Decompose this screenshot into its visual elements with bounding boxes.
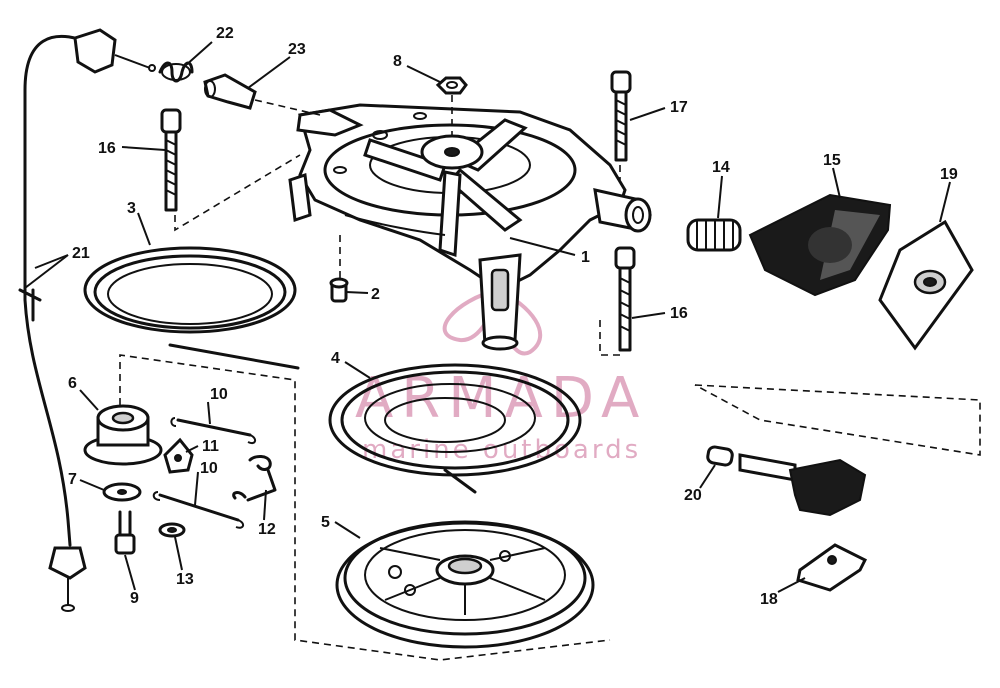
callout-16-right: 16 [670,305,688,322]
part-screw-9 [114,510,136,555]
callout-19: 19 [940,166,958,183]
part-spring-12 [232,455,277,502]
part-bolt-17 [610,70,632,162]
part-nut-8 [435,76,468,95]
leader-lines [24,41,951,593]
callout-15: 15 [823,152,841,169]
callout-2: 2 [371,286,380,303]
callout-23: 23 [288,41,306,58]
callout-5: 5 [321,514,330,531]
assembly-lines [119,95,981,661]
callout-10-lower: 10 [200,460,218,477]
callout-3: 3 [127,200,136,217]
part-anchor-18 [796,543,868,592]
callout-20: 20 [684,487,702,504]
part-plate-19 [878,219,974,351]
callout-22: 22 [216,25,234,42]
callout-8: 8 [393,53,402,70]
watermark-tagline: marine outboards [362,435,641,465]
part-spring-14 [686,218,742,252]
part-handle-grip [738,453,867,517]
part-cam-6 [83,404,163,466]
callout-9: 9 [130,590,139,607]
callout-7: 7 [68,471,77,488]
part-handle-housing-15 [748,193,892,297]
callout-11: 11 [202,438,219,455]
part-starter-housing-1 [288,103,652,351]
callout-4: 4 [331,350,340,367]
part-plunger-23 [203,73,257,110]
callout-12: 12 [258,521,276,538]
callout-14: 14 [712,159,730,176]
part-link-10-lower [152,491,244,529]
part-rope-3 [83,246,300,370]
part-link-10-upper [170,417,256,445]
part-pawl-11 [163,437,194,474]
callout-16-left: 16 [98,140,116,157]
callout-13: 13 [176,571,194,588]
part-bolt-16-left [160,108,182,212]
part-spring-22 [158,61,194,83]
callout-6: 6 [68,375,77,392]
callout-21: 21 [72,245,90,262]
part-washer-7 [102,482,142,502]
part-pulley-5 [335,520,595,649]
part-bolt-16-right [614,246,636,352]
callout-18: 18 [760,591,778,608]
callout-1: 1 [581,249,590,266]
part-recoil-spring-4 [328,363,582,494]
part-washer-13 [158,522,186,538]
part-choke-cable [18,28,156,612]
part-insert-20 [706,445,734,467]
part-screw-2 [329,277,349,303]
callout-17: 17 [670,99,688,116]
callout-labels: 22 23 8 17 16 3 14 15 19 1 2 16 21 4 6 1… [68,25,958,608]
callout-10-upper: 10 [210,386,228,403]
